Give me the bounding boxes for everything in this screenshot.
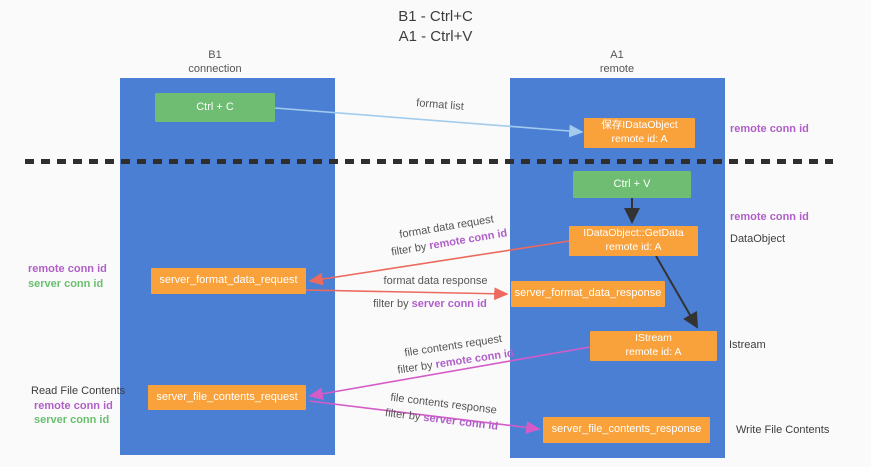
filter-by-text: filter by	[384, 407, 422, 424]
column-header-a1: A1 remote	[557, 49, 677, 77]
save-idataobject-remote-id: remote id: A	[611, 133, 668, 145]
file-contents-response-label: file contents response filter by server …	[349, 387, 536, 439]
title-line-2: A1 - Ctrl+V	[398, 27, 473, 45]
filter-by-text: filter by	[373, 298, 409, 310]
istream-label: IStream	[635, 332, 672, 345]
server-conn-id-text: server conn id	[411, 298, 487, 310]
diagram-title: B1 - Ctrl+C A1 - Ctrl+V	[0, 7, 871, 46]
format-data-response-arrow	[305, 287, 509, 301]
clipboard-boundary-dashed-line	[25, 159, 833, 164]
format-data-response-filter-label: filter by server conn id	[355, 298, 505, 311]
column-b1-role: connection	[188, 62, 242, 75]
server-format-data-request-box: server_format_data_request	[151, 268, 306, 294]
istream-box: IStream remote id: A	[590, 331, 717, 361]
filter-by-text: filter by	[396, 359, 434, 377]
istream-side-label: Istream	[729, 339, 766, 351]
filter-by-text: filter by	[390, 240, 428, 259]
server-file-contents-response-box: server_file_contents_response	[543, 417, 710, 443]
format-data-response-text: format data response	[383, 275, 488, 287]
right-remote-conn-id-mid: remote conn id	[730, 211, 809, 223]
format-data-response-filter: filter by server conn id	[355, 298, 505, 311]
write-file-contents-label: Write File Contents	[736, 424, 830, 436]
idataobject-getdata-remote-id: remote id: A	[605, 241, 662, 253]
istream-remote-id: remote id: A	[625, 346, 682, 358]
dataobject-label: DataObject	[730, 233, 786, 245]
format-list-text: format list	[415, 97, 465, 113]
format-list-label: format list	[370, 94, 511, 118]
server-format-data-response-box: server_format_data_response	[511, 281, 665, 307]
ctrl-c-box: Ctrl + C	[155, 93, 275, 122]
idataobject-getdata-label: IDataObject::GetData	[583, 227, 684, 240]
server-file-contents-request-box: server_file_contents_request	[148, 385, 306, 410]
read-file-contents-label: Read File Contents	[31, 385, 126, 397]
format-data-response-title-label: format data response	[363, 275, 508, 288]
column-a1-name: A1	[610, 49, 624, 61]
save-idataobject-label: 保存IDataObject	[601, 119, 678, 132]
column-b1-name: B1	[208, 49, 222, 61]
left-remote-conn-id-mid: remote conn id	[28, 263, 107, 275]
title-line-1: B1 - Ctrl+C	[398, 8, 473, 25]
left-server-conn-id-mid: server conn id	[28, 278, 104, 290]
idataobject-getdata-box: IDataObject::GetData remote id: A	[569, 226, 698, 256]
right-remote-conn-id-top: remote conn id	[730, 123, 809, 135]
column-header-b1: B1 connection	[155, 49, 275, 77]
column-a1-role: remote	[599, 62, 635, 75]
left-remote-conn-id-bottom: remote conn id	[34, 400, 113, 412]
ctrl-v-box: Ctrl + V	[573, 171, 691, 198]
save-idataobject-box: 保存IDataObject remote id: A	[584, 118, 695, 148]
left-server-conn-id-bottom: server conn id	[34, 414, 110, 426]
